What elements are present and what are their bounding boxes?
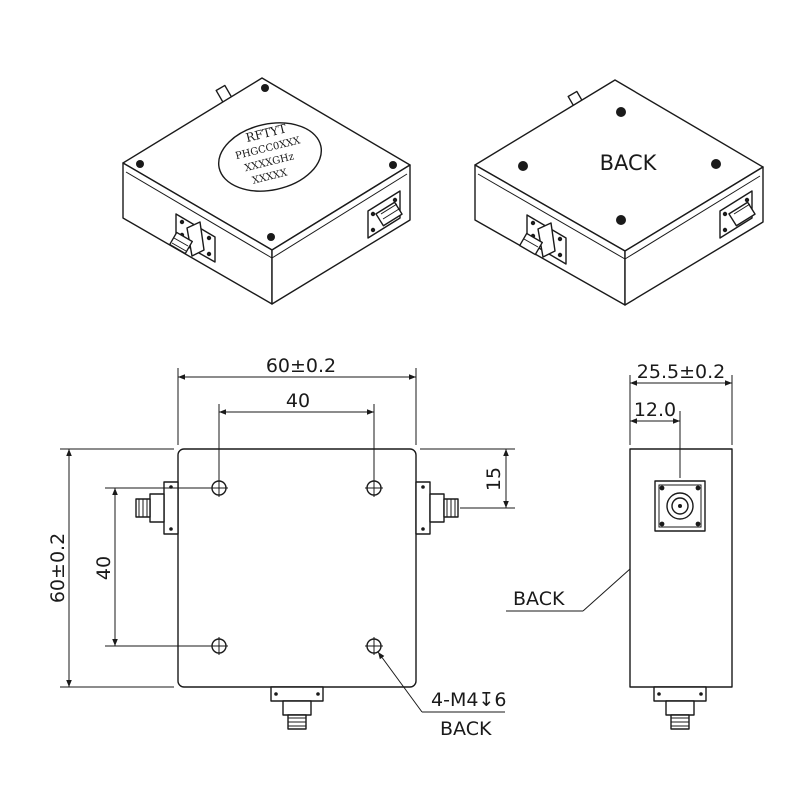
dim-hole-spacing-y-label: 40 — [93, 556, 115, 580]
side-back-callout: BACK — [506, 568, 631, 612]
plan-view: 60±0.2 40 60±0.2 40 15 — [47, 355, 515, 740]
dim-height: 60±0.2 — [47, 448, 174, 688]
isometric-back-view: BACK — [474, 79, 764, 306]
dim-hole-spacing-x-label: 40 — [286, 390, 310, 412]
dim-connector-center-label: 12.0 — [634, 399, 676, 421]
dim-hole-spacing-y: 40 — [93, 487, 211, 647]
hole-callout-label: 4-M4↧6 — [431, 689, 506, 711]
sma-connector-right — [367, 190, 403, 239]
side-connector-bottom — [653, 686, 707, 730]
dim-connector-offset: 15 — [420, 448, 515, 509]
back-label: BACK — [600, 151, 658, 175]
front-right-face — [271, 164, 411, 305]
dim-connector-offset-label: 15 — [483, 467, 505, 491]
dim-depth: 25.5±0.2 — [629, 361, 733, 445]
sma-connector-back-right — [719, 190, 756, 239]
dim-hole-spacing-x: 40 — [218, 390, 375, 480]
plan-connector-bottom — [270, 686, 324, 730]
plan-connector-left — [135, 481, 179, 535]
side-back-label: BACK — [513, 588, 565, 610]
sma-connector-left — [169, 213, 216, 263]
plan-connector-right — [415, 481, 459, 535]
hole-callout-sub-label: BACK — [440, 718, 492, 740]
dim-width-label: 60±0.2 — [266, 355, 336, 377]
dim-connector-center: 12.0 — [630, 399, 681, 478]
side-connector — [654, 480, 706, 532]
isometric-front-view: RFTYT PHGCC0XXX XXXXGHz XXXXX — [122, 77, 411, 305]
dim-width: 60±0.2 — [177, 355, 417, 445]
hole-callout: 4-M4↧6 BACK — [377, 651, 506, 740]
side-view: 25.5±0.2 12.0 BACK — [506, 361, 733, 730]
back-right-face — [624, 166, 764, 306]
mounting-holes — [210, 479, 383, 655]
side-body — [629, 448, 733, 688]
dim-height-label: 60±0.2 — [47, 533, 69, 603]
sma-connector-back-left — [519, 214, 567, 265]
logo-ellipse — [217, 122, 323, 192]
dim-depth-label: 25.5±0.2 — [637, 361, 725, 383]
